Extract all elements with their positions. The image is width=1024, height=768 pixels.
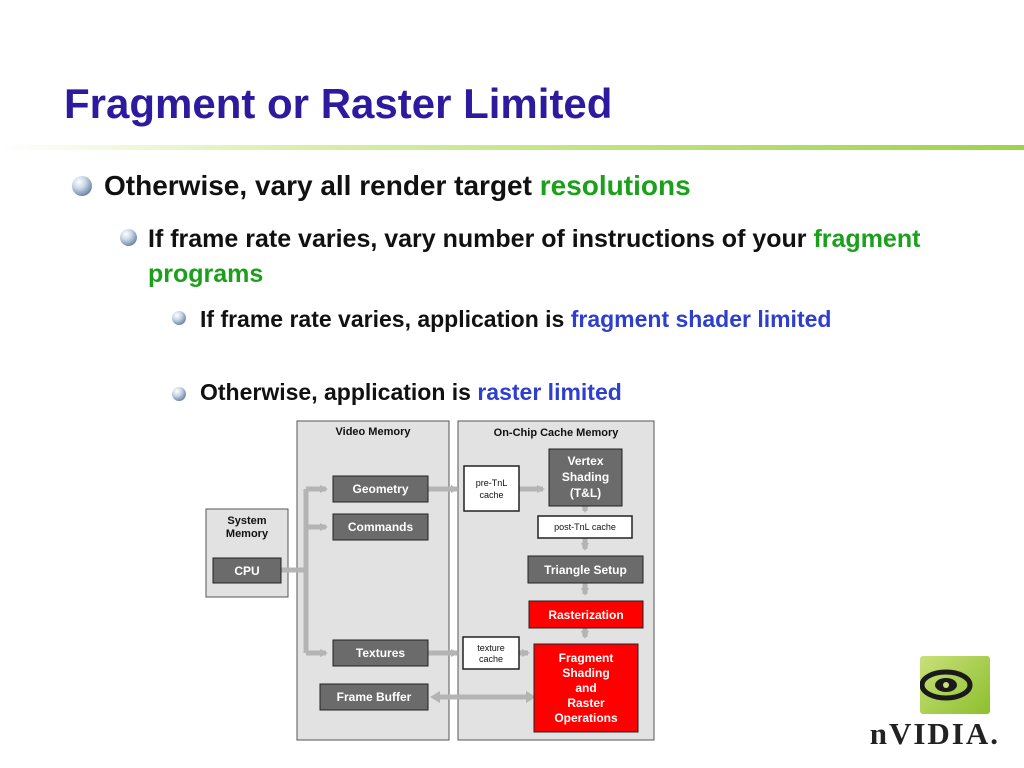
bullet-highlight: resolutions bbox=[539, 170, 691, 201]
arrowhead-left bbox=[430, 691, 440, 703]
geometry-box bbox=[332, 475, 429, 503]
fragment-shading-label: and bbox=[575, 681, 596, 695]
system-memory-label: Memory bbox=[226, 528, 269, 540]
commands-box bbox=[332, 513, 429, 541]
bullet-level3: Otherwise, application is raster limited bbox=[200, 379, 900, 406]
video-memory-title: Video Memory bbox=[336, 426, 412, 438]
connector-arrows bbox=[281, 485, 589, 700]
cpu-label: CPU bbox=[234, 564, 259, 578]
fragment-shading-label: Fragment bbox=[559, 651, 614, 665]
bullet-icon bbox=[72, 176, 92, 196]
textures-box bbox=[332, 639, 429, 667]
fragment-shading-box bbox=[533, 643, 639, 733]
frame-buffer-label: Frame Buffer bbox=[337, 690, 412, 704]
vertex-shading-box bbox=[548, 448, 623, 507]
bullet-text: If frame rate varies, application is bbox=[200, 306, 571, 332]
nvidia-logo: nVIDIA. bbox=[870, 656, 1000, 752]
texture-cache-label: cache bbox=[479, 654, 503, 664]
cpu-box bbox=[212, 557, 282, 584]
bullet-icon bbox=[120, 229, 137, 246]
bullet-level1: Otherwise, vary all render target resolu… bbox=[104, 170, 964, 202]
triangle-setup-label: Triangle Setup bbox=[544, 563, 627, 577]
triangle-setup-box bbox=[527, 555, 644, 584]
bullet-highlight: fragment shader limited bbox=[570, 306, 832, 332]
rasterization-label: Rasterization bbox=[548, 608, 623, 622]
bullet-highlight: fragment programs bbox=[148, 225, 921, 288]
pre-tnl-cache-label: cache bbox=[479, 490, 503, 500]
textures-label: Textures bbox=[356, 646, 405, 660]
rasterization-box bbox=[528, 600, 644, 629]
vertex-shading-label: Vertex bbox=[567, 454, 603, 468]
fragment-shading-label: Raster bbox=[567, 696, 605, 710]
frame-buffer-box bbox=[319, 683, 429, 711]
bullet-icon bbox=[172, 387, 186, 401]
bullet-text: If frame rate varies, vary number of ins… bbox=[148, 225, 814, 253]
bullet-text: Otherwise, vary all render target bbox=[104, 170, 540, 201]
post-tnl-cache-label: post-TnL cache bbox=[554, 522, 616, 532]
nvidia-eye-icon bbox=[919, 656, 990, 714]
fragment-shading-label: Shading bbox=[562, 666, 609, 680]
bullet-highlight: raster limited bbox=[477, 379, 622, 405]
pre-tnl-cache-box bbox=[463, 465, 520, 512]
pre-tnl-cache-label: pre-TnL bbox=[476, 478, 508, 488]
title-divider bbox=[0, 145, 1024, 150]
texture-cache-label: texture bbox=[477, 643, 505, 653]
post-tnl-cache-box bbox=[537, 515, 633, 539]
on-chip-cache-title: On-Chip Cache Memory bbox=[494, 427, 620, 439]
vertex-shading-label: (T&L) bbox=[570, 486, 601, 500]
bullet-level3: If frame rate varies, application is fra… bbox=[200, 303, 900, 336]
commands-label: Commands bbox=[348, 520, 414, 534]
slide-title: Fragment or Raster Limited bbox=[64, 80, 613, 127]
nvidia-wordmark: nVIDIA. bbox=[869, 716, 1000, 751]
arrowhead-right bbox=[526, 691, 536, 703]
texture-cache-box bbox=[462, 636, 520, 670]
bullet-icon bbox=[172, 311, 186, 325]
geometry-label: Geometry bbox=[352, 482, 408, 496]
bullet-text: Otherwise, application is bbox=[200, 379, 478, 405]
bullet-level2: If frame rate varies, vary number of ins… bbox=[148, 222, 928, 292]
fragment-shading-label: Operations bbox=[554, 711, 618, 725]
vertex-shading-label: Shading bbox=[562, 470, 609, 484]
system-memory-label: System bbox=[227, 515, 266, 527]
